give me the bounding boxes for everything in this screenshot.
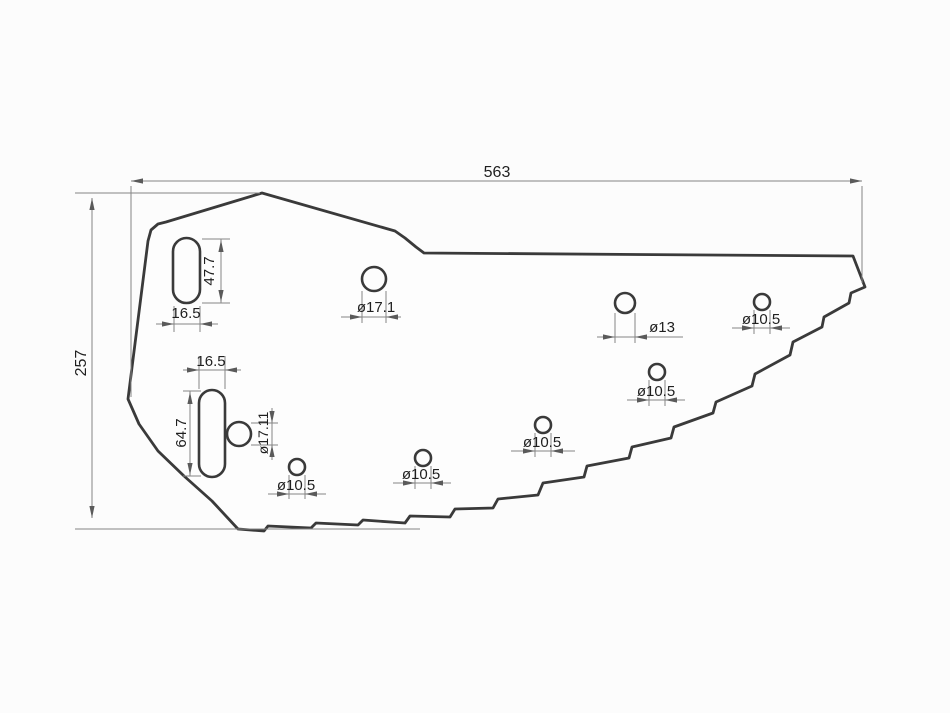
dim-arrow-1 [850,178,862,184]
dim-arrow-4 [218,240,224,252]
dim-hole-10-5-b: ø10.5 [637,383,675,400]
dim-slot-bottom-length: 64.7 [173,418,190,447]
dim-hole-17-1: ø17.1 [357,299,395,316]
dim-arrow-9 [225,367,237,373]
hole-d10-5-d [413,448,433,468]
dim-arrow-11 [187,463,193,475]
dim-arrow-17 [635,334,647,340]
hole-d17-1 [360,265,388,293]
dim-slot-top-length: 47.7 [201,256,218,285]
dim-arrow-18 [742,325,754,331]
dim-arrow-19 [770,325,782,331]
dim-arrow-3 [89,506,95,518]
dim-hole-10-5-e: ø10.5 [277,477,315,494]
dim-arrow-26 [277,491,289,497]
hole-d10-5-c [533,415,553,435]
dim-arrow-21 [665,397,677,403]
dim-hole-10-5-d: ø10.5 [402,466,440,483]
dim-arrow-13 [269,445,275,457]
dim-arrow-8 [187,367,199,373]
dim-arrow-22 [523,448,535,454]
hole-d10-5-a [752,292,772,312]
dim-hole-13: ø13 [649,319,675,336]
dim-arrow-20 [637,397,649,403]
slot-hole-top-left [171,236,202,305]
dim-slot-top-width: 16.5 [171,305,200,322]
dim-hole-10-5-c: ø10.5 [523,434,561,451]
dim-hole-17-11: ø17.11 [255,412,271,455]
hole-d10-5-e [287,457,307,477]
dim-arrow-25 [431,480,443,486]
hole-d13 [613,291,637,315]
dim-arrow-24 [403,480,415,486]
dim-arrow-12 [269,411,275,423]
dim-arrow-14 [350,314,362,320]
dim-arrow-5 [218,290,224,302]
dim-arrow-7 [200,321,212,327]
dim-arrow-15 [386,314,398,320]
hole-d17-11 [225,420,253,448]
dim-arrow-2 [89,198,95,210]
dim-slot-bottom-width: 16.5 [196,353,225,370]
dim-arrow-27 [305,491,317,497]
slot-hole-bottom-left [197,388,227,479]
dim-hole-10-5-a: ø10.5 [742,311,780,328]
dim-arrow-10 [187,392,193,404]
dim-overall-width: 563 [484,164,511,181]
part-outline [126,191,867,533]
dim-arrow-16 [603,334,615,340]
dim-overall-height: 257 [73,350,90,377]
dim-arrow-0 [131,178,143,184]
dim-arrow-23 [551,448,563,454]
hole-d10-5-b [647,362,667,382]
dim-arrow-6 [162,321,174,327]
